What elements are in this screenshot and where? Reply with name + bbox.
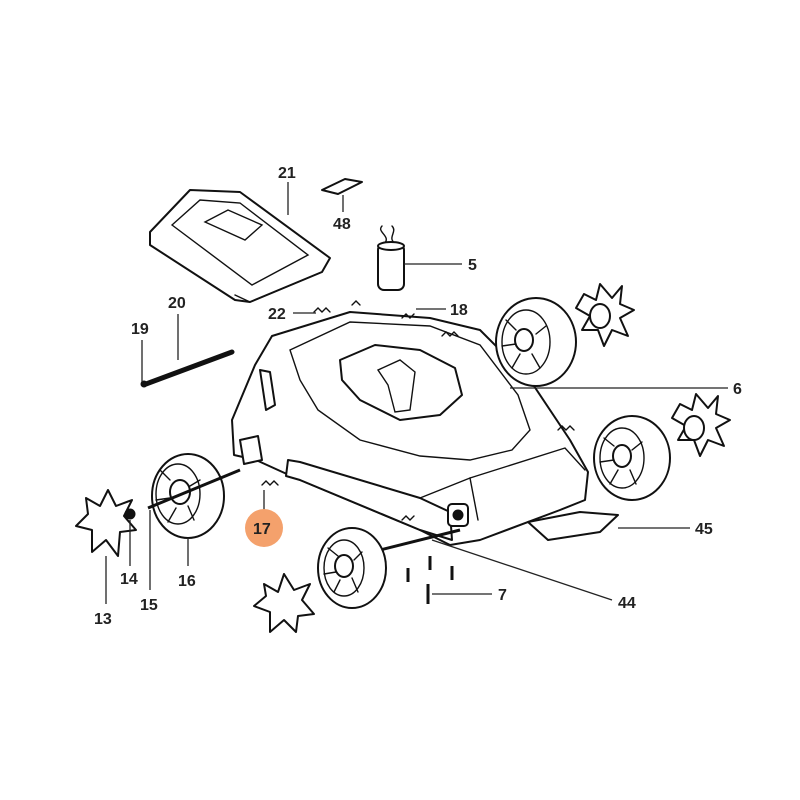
label-15: 15: [140, 597, 158, 614]
label-17: 17: [253, 521, 271, 538]
label-20: 20: [168, 295, 186, 312]
label-16: 16: [178, 573, 196, 590]
part-front-left-wheel: [317, 527, 387, 609]
label-18: 18: [450, 302, 468, 319]
label-14: 14: [120, 571, 138, 588]
label-19: 19: [131, 321, 149, 338]
part-6-front-right-wheel: [593, 415, 671, 501]
part-5-capacitor: [377, 225, 405, 291]
label-21: 21: [278, 165, 296, 182]
label-6: 6: [733, 381, 742, 398]
hub-cap-rear-right: [575, 283, 635, 347]
part-7-screws: [406, 556, 454, 604]
part-16-rear-left-wheel: [147, 453, 241, 539]
hardware-springs: [261, 300, 575, 521]
part-14-nut: [124, 508, 136, 520]
hub-cap-front-left: [253, 573, 315, 633]
part-13-hub-cap: [75, 489, 137, 557]
label-5: 5: [468, 257, 477, 274]
label-48: 48: [333, 216, 351, 233]
label-13: 13: [94, 611, 112, 628]
label-7: 7: [498, 587, 507, 604]
part-21-grass-box-cover: [149, 189, 331, 303]
mower-deck-housing: [231, 311, 589, 546]
part-6-rear-right-wheel: [495, 297, 577, 387]
part-18-spring: [401, 313, 415, 319]
part-48-label: [321, 178, 363, 195]
hub-cap-front-right: [671, 393, 731, 457]
label-22: 22: [268, 306, 286, 323]
highlight-marker-17: [245, 509, 283, 547]
part-22-spring: [313, 307, 331, 313]
label-45: 45: [695, 521, 713, 538]
part-45-blade: [527, 511, 619, 541]
label-44: 44: [618, 595, 636, 612]
leader-lines: [105, 182, 728, 604]
part-44-front-axle: [371, 528, 461, 554]
part-20-rear-axle: [140, 349, 235, 388]
